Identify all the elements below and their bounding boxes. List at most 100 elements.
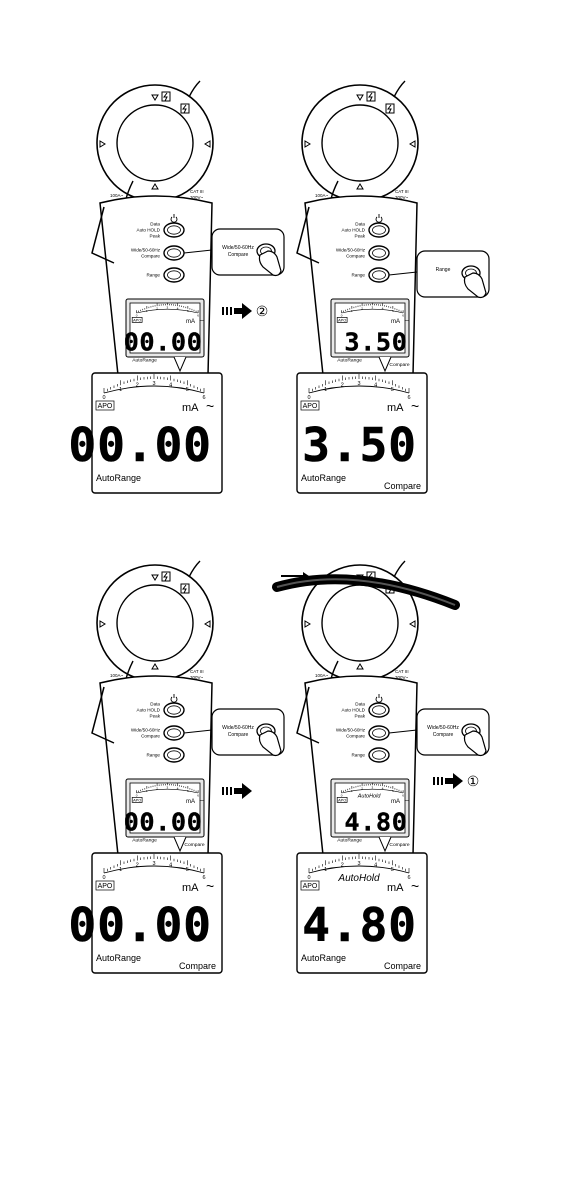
- scale-tick-label: 1: [146, 309, 148, 313]
- scale-tick-label: 5: [392, 789, 394, 793]
- scale-tick-label: 2: [361, 786, 363, 790]
- autorange-indicator: AutoRange: [96, 953, 141, 963]
- compare-indicator: Compare: [179, 961, 216, 971]
- scale-tick-label: 4: [169, 863, 172, 869]
- callout-label: Compare: [228, 732, 249, 738]
- apo-indicator: APO: [95, 880, 115, 891]
- scale-tick-label: 1: [119, 387, 122, 393]
- button-label: Auto HOLD: [342, 708, 366, 713]
- step-number: ①: [467, 773, 480, 789]
- autorange-indicator: AutoRange: [96, 473, 141, 483]
- apo-label: APO: [133, 798, 141, 802]
- lightning-warning-icon: [161, 91, 171, 102]
- autorange-indicator: AutoRange: [337, 837, 362, 843]
- scale-tick-label: 0: [102, 875, 105, 881]
- autorange-indicator: AutoRange: [301, 953, 346, 963]
- scale-tick-label: 2: [156, 786, 158, 790]
- compare-indicator: Compare: [389, 842, 410, 848]
- scale-tick-label: 2: [136, 383, 139, 389]
- scale-tick-label: 6: [402, 793, 404, 797]
- scale-tick-label: 2: [361, 306, 363, 310]
- lcd-frame: [91, 372, 223, 494]
- apo-label: APO: [303, 883, 318, 890]
- lcd-glass: [334, 782, 406, 834]
- scale-tick-label: 6: [407, 395, 410, 401]
- button-label: Wide/50-60Hz: [336, 728, 366, 733]
- ac-symbol: ~: [411, 398, 419, 414]
- power-icon: [375, 694, 383, 703]
- unit-label: mA: [186, 319, 196, 325]
- scale-tick-label: 4: [374, 383, 377, 389]
- button-label: Peak: [150, 234, 161, 239]
- apo-indicator: APO: [336, 317, 348, 323]
- jaw-mark-right-icon: [409, 140, 416, 148]
- scale-tick-label: 5: [187, 789, 189, 793]
- apo-indicator: APO: [131, 317, 143, 323]
- scale-tick-label: 3: [357, 861, 360, 867]
- button-label: Peak: [150, 714, 161, 719]
- clamp-rating-cat: CAT III: [395, 189, 409, 194]
- lcd-zoom-pointer: [378, 356, 392, 373]
- callout-label: Compare: [228, 252, 249, 258]
- side-grip: [91, 206, 115, 264]
- jaw-mark-bottom-icon: [151, 183, 159, 190]
- lightning-warning-icon: [385, 103, 395, 114]
- ac-symbol: ~: [206, 398, 214, 414]
- scale-tick-label: 1: [119, 867, 122, 873]
- apo-label: APO: [338, 798, 346, 802]
- meter-button-2: Range: [146, 747, 185, 763]
- lightning-warning-icon: [161, 571, 171, 582]
- unit-label: mA: [391, 799, 401, 805]
- callout-label: Wide/50-60Hz: [427, 725, 459, 731]
- power-icon: [170, 214, 178, 223]
- clamp-rating-left: 100A~: [315, 193, 329, 198]
- scale-tick-label: 4: [177, 306, 179, 310]
- jaw-mark-bottom-icon: [151, 663, 159, 670]
- lcd-reading: 4.80: [344, 807, 407, 836]
- clamp-rating-voltage: 300V~: [190, 675, 204, 680]
- jaw-mark-top-icon: [356, 94, 364, 101]
- lightning-warning-icon: [180, 103, 190, 114]
- jaw-mark-bottom-icon: [356, 663, 364, 670]
- lightning-warning-icon: [180, 583, 190, 594]
- unit-label: mA: [387, 402, 404, 414]
- cable-icon: [272, 572, 460, 610]
- scale-tick-label: 6: [197, 793, 199, 797]
- button-label: Range: [146, 273, 160, 278]
- ac-symbol: ~: [199, 316, 204, 325]
- scale-tick-label: 5: [391, 387, 394, 393]
- lcd-zoom-pointer: [173, 836, 187, 853]
- button-label: Wide/50-60Hz: [131, 728, 161, 733]
- scale-tick-label: 6: [407, 875, 410, 881]
- button-label: Auto HOLD: [137, 228, 161, 233]
- scale-tick-label: 1: [324, 867, 327, 873]
- unit-label: mA: [186, 799, 196, 805]
- clamp-rating-voltage: 300V~: [395, 675, 409, 680]
- button-label: Wide/50-60Hz: [336, 248, 366, 253]
- scale-tick-label: 5: [186, 387, 189, 393]
- apo-indicator: APO: [300, 880, 320, 891]
- clamp-rating-left: 100A~: [315, 673, 329, 678]
- button-label: Auto HOLD: [342, 228, 366, 233]
- clamp-rating-voltage: 300V~: [190, 195, 204, 200]
- lcd-frame: [296, 372, 428, 494]
- clamp-rating-cat: CAT III: [395, 669, 409, 674]
- scale-tick-label: 3: [372, 786, 374, 790]
- apo-indicator: APO: [336, 797, 348, 803]
- finger-press-icon: [461, 723, 487, 757]
- scale-tick-label: 0: [341, 793, 343, 797]
- unit-label: mA: [182, 402, 199, 414]
- scale-tick-label: 0: [136, 313, 138, 317]
- power-icon: [375, 214, 383, 223]
- scale-tick-label: 2: [156, 306, 158, 310]
